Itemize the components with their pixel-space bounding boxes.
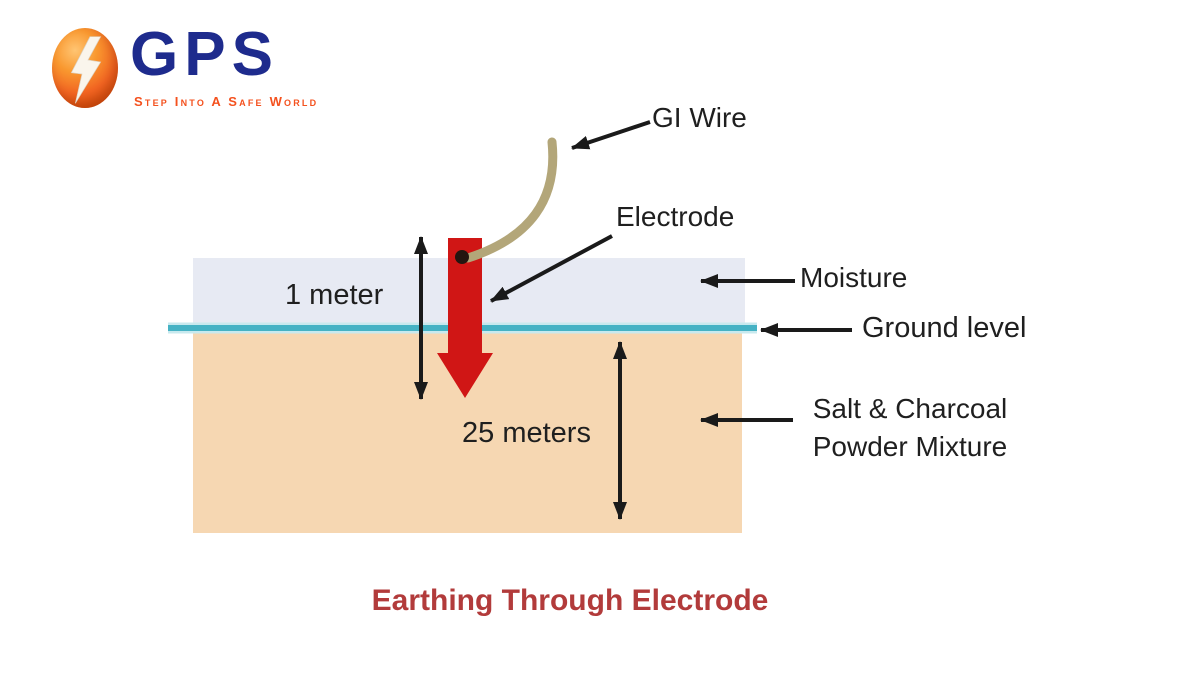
moisture-label: Moisture: [800, 262, 908, 293]
electrode-shape: [437, 238, 493, 398]
gi-wire-shape: [463, 137, 558, 263]
ground-level-label: Ground level: [862, 312, 1027, 344]
salt-charcoal-label: Salt & Charcoal Powder Mixture: [770, 390, 1050, 466]
brand-tagline: Step Into A Safe World: [134, 94, 319, 109]
lightning-bolt-icon: [70, 36, 102, 104]
gi-wire-label: GI Wire: [652, 102, 747, 133]
salt-charcoal-label-line2: Powder Mixture: [812, 430, 1008, 462]
logo-lightning-ball-icon: [52, 28, 118, 108]
twenty-five-meters-label: 25 meters: [462, 417, 591, 449]
wire-connection-dot: [455, 250, 469, 264]
one-meter-label: 1 meter: [285, 279, 384, 311]
electrode-label: Electrode: [616, 201, 735, 232]
brand-name: GPS: [130, 20, 279, 89]
salt-charcoal-label-line1: Salt & Charcoal: [812, 393, 1008, 424]
electrode-pointer-arrow: [490, 234, 613, 303]
brand-logo: GPS Step Into A Safe World: [48, 24, 348, 124]
gi-wire-pointer-arrow: [571, 120, 651, 150]
diagram-title: Earthing Through Electrode: [371, 584, 769, 617]
